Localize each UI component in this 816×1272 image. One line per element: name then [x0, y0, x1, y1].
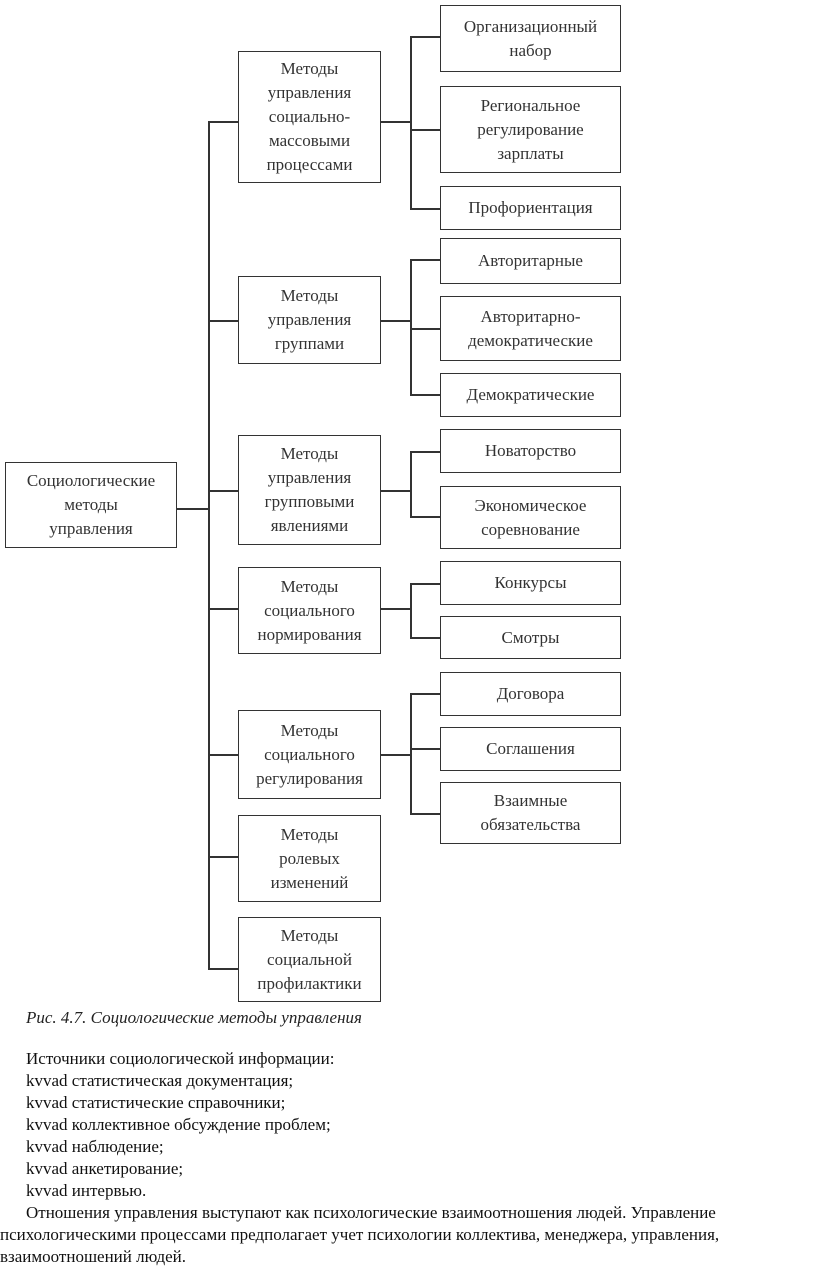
figure-caption: Рис. 4.7. Социологические методы управле…: [26, 1008, 362, 1027]
connector-line: [410, 36, 440, 38]
leaf-box-innovation: Новаторство: [440, 429, 621, 473]
leaf-box-reviews: Смотры: [440, 616, 621, 659]
leaf-box-economic-competition: Экономическое соревнование: [440, 486, 621, 549]
connector-line: [410, 394, 440, 396]
group-box-normalization: Методы социального нормирования: [238, 567, 381, 654]
connector-line: [410, 583, 440, 585]
connector-line: [381, 320, 411, 322]
connector-line: [410, 516, 440, 518]
connector-line: [381, 608, 411, 610]
connector-line: [381, 121, 411, 123]
connector-line: [410, 748, 440, 750]
connector-line: [410, 583, 412, 638]
connector-line: [208, 121, 238, 123]
connector-line: [410, 259, 412, 395]
connector-line: [208, 121, 210, 969]
connector-line: [410, 693, 412, 814]
group-box-regulation: Методы социального регулирования: [238, 710, 381, 799]
source-item: kvvad статистические справочники;: [26, 1093, 286, 1112]
connector-line: [208, 608, 238, 610]
source-item: kvvad наблюдение;: [26, 1137, 164, 1156]
methods-diagram: Социологические методы управления Методы…: [5, 5, 621, 1002]
leaf-box-authoritarian: Авторитарные: [440, 238, 621, 284]
leaf-box-mutual-obligations: Взаимные обязательства: [440, 782, 621, 844]
source-item: kvvad статистическая документация;: [26, 1071, 294, 1090]
connector-line: [410, 813, 440, 815]
connector-line: [208, 320, 238, 322]
connector-line: [208, 754, 238, 756]
connector-line: [410, 451, 412, 517]
group-box-role-changes: Методы ролевых изменений: [238, 815, 381, 902]
connector-line: [410, 693, 440, 695]
connector-line: [410, 637, 440, 639]
leaf-box-career-guidance: Профориентация: [440, 186, 621, 230]
sources-heading: Источники социологической информации:: [26, 1049, 335, 1068]
group-box-groups: Методы управления группами: [238, 276, 381, 364]
connector-line: [410, 208, 440, 210]
source-item: kvvad анкетирование;: [26, 1159, 184, 1178]
root-box: Социологические методы управления: [5, 462, 177, 548]
connector-line: [208, 856, 238, 858]
leaf-box-contests: Конкурсы: [440, 561, 621, 605]
connector-line: [410, 328, 440, 330]
connector-line: [410, 129, 440, 131]
leaf-box-auth-democratic: Авторитарно- демократические: [440, 296, 621, 361]
connector-line: [410, 36, 412, 209]
connector-line: [177, 508, 209, 510]
paragraph: Отношения управления выступают как психо…: [0, 1203, 720, 1266]
group-box-prevention: Методы социальной профилактики: [238, 917, 381, 1002]
connector-line: [410, 259, 440, 261]
group-box-group-phenomena: Методы управления групповыми явлениями: [238, 435, 381, 545]
leaf-box-regional-salary: Региональное регулирование зарплаты: [440, 86, 621, 173]
connector-line: [208, 490, 238, 492]
source-item: kvvad коллективное обсуждение проблем;: [26, 1115, 331, 1134]
connector-line: [381, 490, 411, 492]
body-text: Источники социологической информации: kv…: [0, 1048, 816, 1268]
source-item: kvvad интервью.: [26, 1181, 147, 1200]
leaf-box-democratic: Демократические: [440, 373, 621, 417]
leaf-box-org-recruitment: Организационный набор: [440, 5, 621, 72]
group-box-mass-processes: Методы управления социально- массовыми п…: [238, 51, 381, 183]
leaf-box-contracts: Договора: [440, 672, 621, 716]
connector-line: [208, 968, 238, 970]
connector-line: [381, 754, 411, 756]
connector-line: [410, 451, 440, 453]
leaf-box-agreements: Соглашения: [440, 727, 621, 771]
